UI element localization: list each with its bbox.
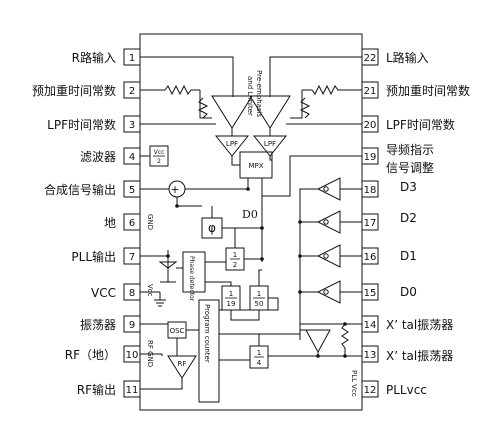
pin-5-label: 合成信号输出 [44, 182, 116, 197]
div19-den: 19 [227, 300, 236, 308]
xtal-amp [305, 329, 331, 354]
pin-21-number: 21 [364, 86, 377, 97]
r-lpf-label: LPF [226, 140, 238, 148]
pin-17-label: D2 [400, 211, 417, 225]
pin-14-label: X’ tal振荡器 [386, 318, 453, 332]
pin-3-number: 3 [129, 120, 135, 131]
gnd-label: GND [146, 214, 154, 230]
limiter-label: and Limiter [246, 76, 254, 116]
pin-8-number: 8 [129, 288, 135, 299]
div4-den: 4 [257, 359, 262, 367]
div4-num: 1 [257, 349, 261, 357]
pin-16-number: 16 [364, 252, 377, 263]
pin-19-label-line1: 导频指示 [386, 142, 434, 157]
osc-label: OSC [170, 327, 185, 335]
pin-18-number: 18 [364, 185, 377, 196]
pin-17-number: 17 [364, 218, 377, 229]
div50-num: 1 [257, 290, 261, 298]
pin-10-number: 10 [126, 350, 139, 361]
rf-gnd-label: RF GND [146, 340, 154, 367]
phase-detector-label: Phase detector [188, 256, 195, 302]
r-lpf [214, 135, 250, 157]
phase-detector [182, 251, 206, 293]
d-buffers [299, 177, 362, 340]
pll-transistor [158, 261, 178, 269]
div2-den: 2 [233, 261, 237, 269]
xtal-resistor [341, 323, 349, 356]
pin-21-label: 预加重时间常数 [386, 83, 470, 98]
fraction-bars [153, 155, 265, 358]
pll-vcc-label: PLL Vcc [350, 370, 358, 397]
pin-20-number: 20 [364, 120, 377, 131]
l-feedback-resistor [299, 97, 311, 119]
pin-13-number: 13 [364, 350, 377, 361]
ground-symbol [154, 299, 166, 307]
r-input-wire [140, 56, 234, 97]
pin-22-label: L路输入 [386, 50, 429, 65]
l-lpf [252, 135, 288, 157]
r-preemph-amp [211, 95, 253, 129]
pin-9-label: 振荡器 [80, 318, 116, 332]
pin-1-label: R路输入 [72, 50, 116, 65]
pin-16-label: D1 [400, 249, 417, 263]
pin-15-number: 15 [364, 288, 377, 299]
vcc-half-bottom: 2 [157, 158, 161, 165]
pin-18-label: D3 [400, 180, 417, 194]
pin-2-label: 预加重时间常数 [32, 83, 116, 98]
vcc-pin-label: Vcc [146, 284, 154, 297]
pin-7-number: 7 [129, 252, 135, 263]
program-counter-label: Program counter [203, 304, 211, 363]
div19-num: 1 [229, 290, 233, 298]
summing-plus: + [170, 183, 179, 196]
pin-1-number: 1 [129, 53, 135, 64]
div50-den: 50 [255, 300, 264, 308]
pin-10-label: RF（地） [65, 348, 116, 362]
pin-9-number: 9 [129, 320, 135, 331]
pin-6-label: 地 [104, 216, 116, 230]
pin-11-label: RF输出 [77, 382, 116, 397]
r-preemph-resistor [140, 84, 200, 96]
pin-20-label: LPF时间常数 [386, 117, 455, 132]
pin-15-label: D0 [400, 285, 417, 299]
rf-amp [167, 355, 197, 379]
pin-5-number: 5 [129, 185, 135, 196]
pre-emphasis-label: Pre-emphasis [255, 70, 263, 118]
pin-4-number: 4 [129, 152, 135, 163]
r-feedback-resistor [197, 97, 209, 119]
d0-internal-label: D0 [242, 208, 258, 221]
div2-num: 1 [233, 251, 237, 259]
l-preemph-resistor [302, 84, 362, 96]
pin-19-number: 19 [364, 152, 377, 163]
pin-2-number: 2 [129, 86, 135, 97]
pin-12-number: 12 [364, 385, 377, 396]
l-lpf-label: LPF [264, 140, 276, 148]
phi-label: φ [208, 221, 216, 235]
program-counter [198, 299, 220, 403]
junction-dots [166, 187, 347, 358]
rf-label: RF [178, 360, 187, 368]
pin-12-label: PLLvcc [386, 383, 427, 397]
pin-6-number: 6 [129, 218, 135, 229]
pin-3-label: LPF时间常数 [47, 117, 116, 132]
vcc-half-top: Vcc [154, 149, 165, 156]
pin-19-label-line2: 信号调整 [386, 160, 434, 175]
open-terminals [323, 186, 329, 295]
pin-4-label: 滤波器 [80, 150, 116, 164]
pin-11-number: 11 [126, 385, 139, 396]
pin-14-number: 14 [364, 320, 377, 331]
pin-7-label: PLL输出 [71, 249, 116, 264]
pin-8-label: VCC [91, 286, 116, 300]
l-input-wire [269, 56, 362, 97]
l-preemph-amp [249, 95, 291, 129]
pin-22-number: 22 [364, 53, 377, 64]
pin-13-label: X’ tal振荡器 [386, 349, 453, 363]
mpx-label: MPX [248, 162, 263, 170]
